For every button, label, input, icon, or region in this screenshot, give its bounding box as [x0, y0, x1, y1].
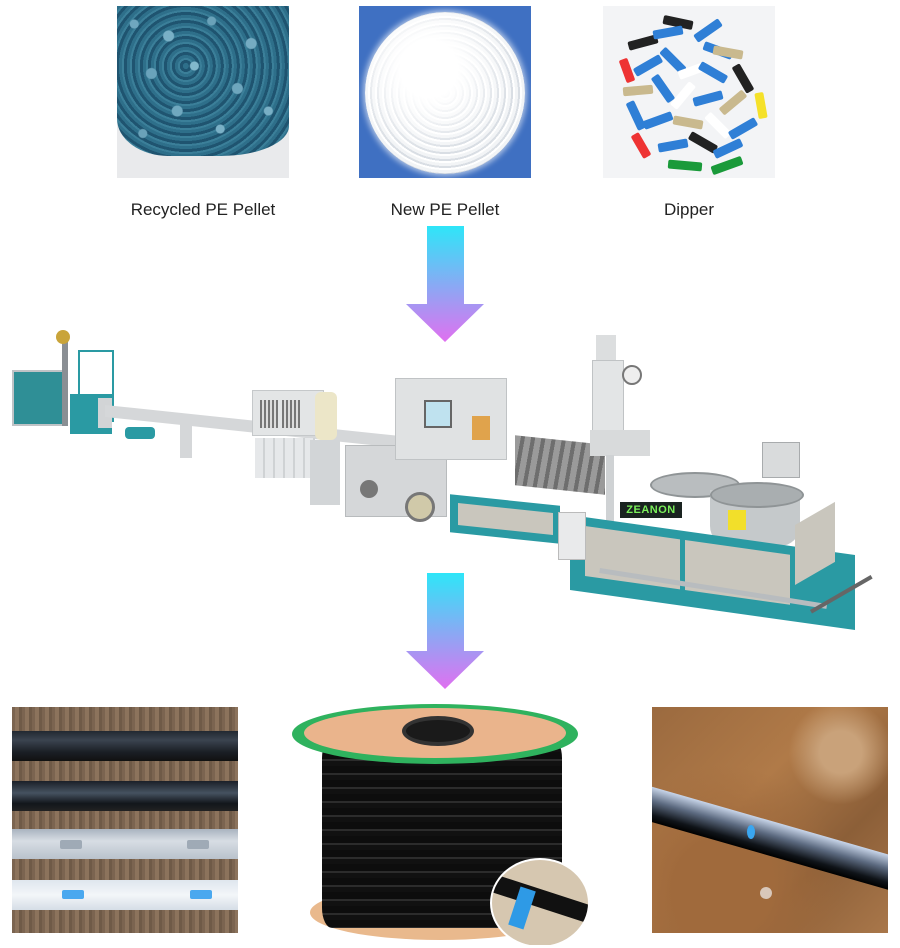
drip-tape-in-use-image [652, 707, 888, 933]
drip-tape-reel-image [290, 700, 595, 945]
down-arrow-icon [406, 226, 484, 342]
pellet-pile [365, 12, 525, 174]
brand-plate: ZEANON [620, 502, 682, 518]
recycled-pe-pellets-image [117, 6, 289, 178]
new-pe-pellets-image [359, 6, 531, 178]
drip-tape-samples-image [12, 707, 238, 933]
new-pe-pellet-label: New PE Pellet [390, 200, 500, 219]
recycled-pe-pellet-label: Recycled PE Pellet [130, 200, 276, 219]
production-line-image: ZEANON [10, 330, 890, 640]
pellet-pile [117, 6, 289, 156]
dripper-label: Dipper [663, 200, 715, 219]
down-arrow-icon [406, 573, 484, 689]
dripper-image [603, 6, 775, 178]
